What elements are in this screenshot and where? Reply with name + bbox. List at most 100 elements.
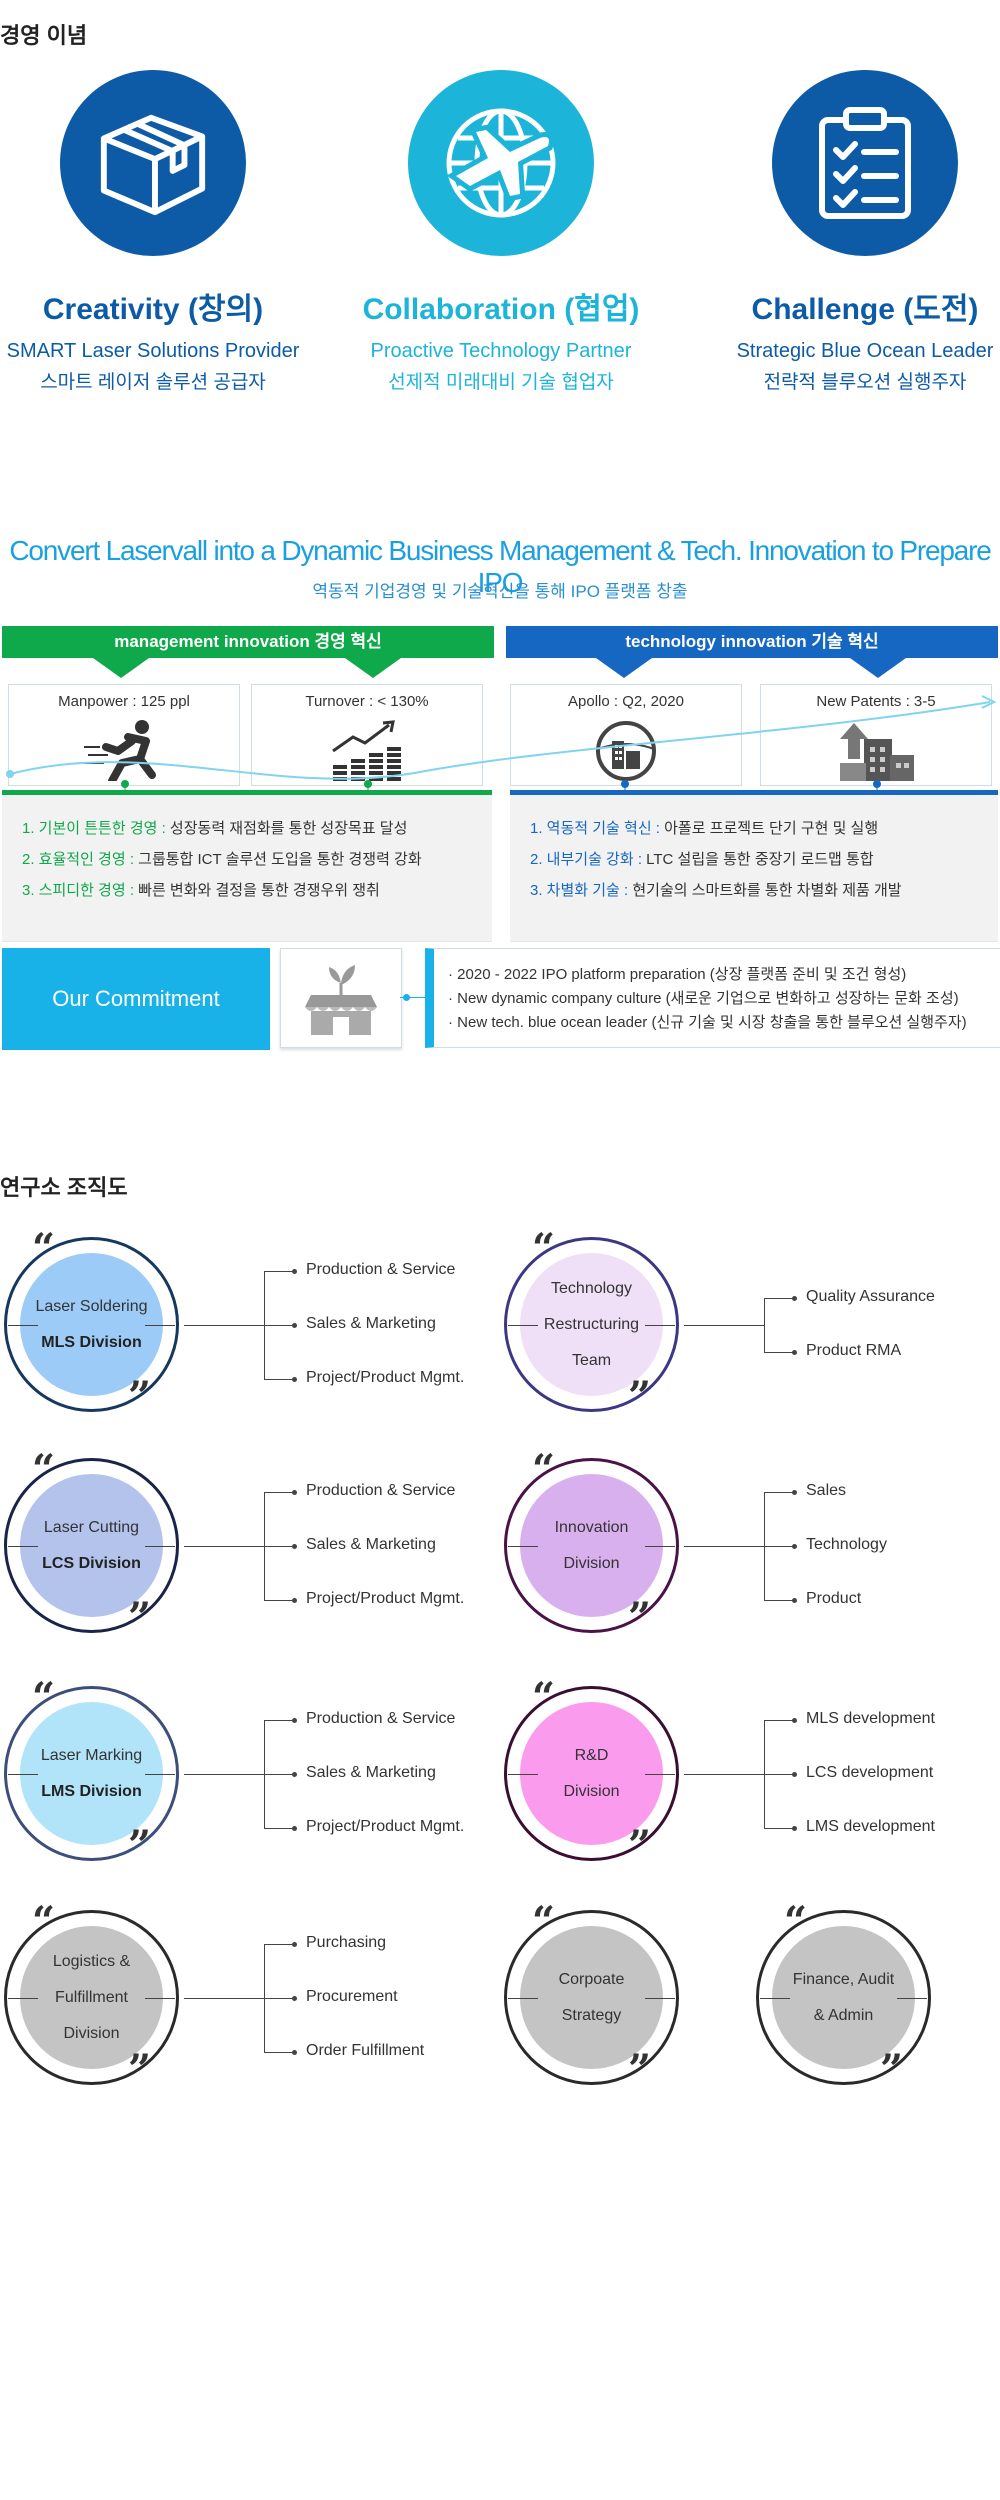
org-child-item: Sales — [806, 1482, 847, 1499]
org-node-text: Team — [571, 1351, 612, 1369]
management-innovation-bar: management innovation 경영 혁신 — [2, 626, 494, 658]
org-node-text: Division — [563, 1554, 620, 1572]
close-quote-icon: ” — [128, 1822, 152, 1869]
org-child-item: Purchasing — [306, 1934, 387, 1951]
management-point: 2. 효율적인 경영 : 그룹통합 ICT 솔루션 도입을 통한 경쟁력 강화 — [22, 851, 422, 868]
close-quote-icon: ” — [628, 1822, 652, 1869]
open-quote-icon: “ — [532, 1674, 556, 1721]
commitment-icon-box — [280, 948, 402, 1048]
org-node-tick — [8, 1774, 38, 1775]
open-quote-icon: “ — [532, 1225, 556, 1272]
org-child-item: LMS development — [806, 1818, 935, 1835]
open-quote-icon: “ — [32, 1898, 56, 1945]
org-node-ring — [4, 1458, 179, 1633]
technology-innovation-bar: technology innovation 기술 혁신 — [506, 626, 998, 658]
commitment-item: · New tech. blue ocean leader (신규 기술 및 시… — [448, 1014, 967, 1031]
org-node-label: Finance, Audit& Admin — [772, 1926, 915, 2069]
management-point: 1. 기본이 튼튼한 경영 : 성장동력 재점화를 통한 성장목표 달성 — [22, 820, 408, 837]
box-icon — [60, 70, 246, 256]
close-quote-icon: ” — [880, 2046, 904, 2093]
our-commitment-label: Our Commitment — [2, 948, 270, 1050]
management-points: 1. 기본이 튼튼한 경영 : 성장동력 재점화를 통한 성장목표 달성 2. … — [2, 790, 492, 942]
org-node-tick — [145, 1998, 175, 1999]
org-node-tick — [760, 1998, 790, 1999]
org-node-tick — [897, 1998, 927, 1999]
org-node-tick — [508, 1998, 538, 1999]
commitment-item: · New dynamic company culture (새로운 기업으로 … — [448, 990, 959, 1007]
org-child-item: Product — [806, 1590, 862, 1607]
org-node-text: Technology — [551, 1279, 632, 1297]
technology-points: 1. 역동적 기술 혁신 : 아폴로 프로젝트 단기 구현 및 실행 2. 내부… — [510, 790, 998, 942]
org-node-tick — [645, 1998, 675, 1999]
org-node-text: MLS Division — [41, 1333, 142, 1351]
close-quote-icon: ” — [628, 1373, 652, 1420]
org-child-item: Quality Assurance — [806, 1288, 935, 1305]
org-node-ring — [504, 1237, 679, 1412]
technology-point: 3. 차별화 기술 : 현기술의 스마트화를 통한 차별화 제품 개발 — [530, 882, 902, 899]
org-child-item: Project/Product Mgmt. — [306, 1818, 465, 1835]
close-quote-icon: ” — [128, 1594, 152, 1641]
open-quote-icon: “ — [32, 1674, 56, 1721]
org-node-ring — [756, 1910, 931, 2085]
org-child-item: Project/Product Mgmt. — [306, 1590, 465, 1607]
org-node-text: Restructuring — [543, 1315, 640, 1333]
org-node-tick — [508, 1774, 538, 1775]
convert-subtitle: 역동적 기업경영 및 기술혁신을 통해 IPO 플랫폼 창출 — [312, 582, 688, 601]
org-node-text: Logistics & — [52, 1952, 131, 1970]
philosophy-creativity-en: SMART Laser Solutions Provider — [6, 340, 300, 362]
org-node-tick — [645, 1546, 675, 1547]
org-node-text: Division — [563, 1782, 620, 1800]
metric-turnover: Turnover : < 130% — [251, 684, 483, 786]
arrow-down-icon — [93, 658, 149, 678]
org-node-ring — [504, 1910, 679, 2085]
org-node-tick — [8, 1998, 38, 1999]
org-child-item: Sales & Marketing — [306, 1536, 436, 1553]
org-child-item: Production & Service — [306, 1261, 456, 1278]
growth-curve — [6, 695, 997, 794]
org-node-text: Fulfillment — [55, 1988, 128, 2006]
org-child-item: LCS development — [806, 1764, 934, 1781]
org-node-text: Finance, Audit — [792, 1970, 895, 1988]
shop-sprout-icon — [305, 965, 377, 1035]
org-node-text: Laser Marking — [40, 1746, 143, 1764]
org-node-ring — [504, 1458, 679, 1633]
philosophy-challenge-title: Challenge (도전) — [751, 293, 979, 326]
org-child-item: Production & Service — [306, 1482, 456, 1499]
org-node-tick — [508, 1546, 538, 1547]
org-node-text: R&D — [574, 1746, 609, 1764]
bar-growth-icon — [332, 720, 401, 781]
org-node-tick — [8, 1325, 38, 1326]
arrow-down-icon — [345, 658, 401, 678]
clipboard-checklist-icon — [772, 70, 958, 256]
org-node-tick — [508, 1325, 538, 1326]
close-quote-icon: ” — [628, 2046, 652, 2093]
org-node-text: Strategy — [561, 2006, 622, 2024]
org-node-label: R&D Division — [520, 1702, 663, 1845]
philosophy-collaboration-en: Proactive Technology Partner — [370, 340, 632, 362]
org-node-tick — [145, 1774, 175, 1775]
org-child-item: Sales & Marketing — [306, 1764, 436, 1781]
org-node-tick — [145, 1546, 175, 1547]
philosophy-title: 경영 이념 — [0, 23, 88, 48]
open-quote-icon: “ — [32, 1225, 56, 1272]
commitment-connector-dot — [403, 994, 410, 1001]
metric-turnover-label: Turnover : < 130% — [305, 693, 429, 710]
org-node-ring — [4, 1686, 179, 1861]
org-title: 연구소 조직도 — [0, 1175, 128, 1200]
org-node-ring — [4, 1237, 179, 1412]
philosophy-creativity-ko: 스마트 레이저 솔루션 공급자 — [40, 372, 266, 393]
close-quote-icon: ” — [128, 1373, 152, 1420]
org-node-ring — [4, 1910, 179, 2085]
arrow-down-icon — [850, 658, 906, 678]
org-child-item: Project/Product Mgmt. — [306, 1369, 465, 1386]
commitment-list: · 2020 - 2022 IPO platform preparation (… — [425, 948, 1000, 1048]
org-node-text: Corpoate — [558, 1970, 625, 1988]
